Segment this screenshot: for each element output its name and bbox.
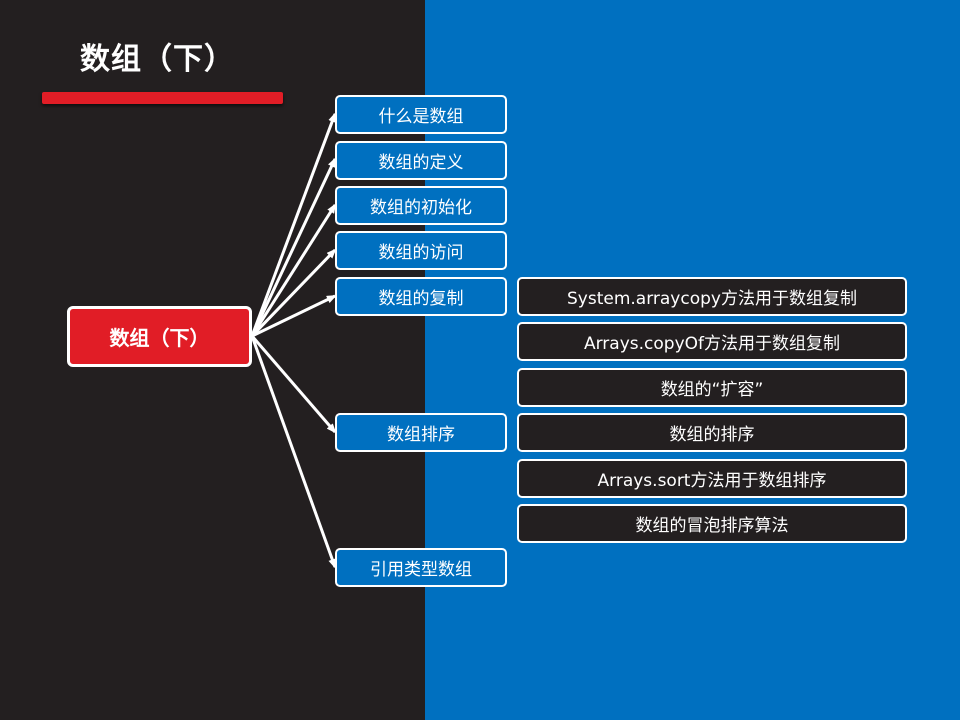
- connector-arrow-array-definition: [250, 157, 337, 337]
- branch-node-array-init: 数组的初始化: [335, 186, 507, 225]
- branch-node-what-is-array: 什么是数组: [335, 95, 507, 134]
- connector-arrow-what-is-array: [250, 112, 337, 337]
- leaf-node-system-arraycopy: System.arraycopy方法用于数组复制: [517, 277, 907, 316]
- title-underline-bar: [42, 92, 283, 104]
- leaf-node-array-expand: 数组的“扩容”: [517, 368, 907, 407]
- branch-node-array-access: 数组的访问: [335, 231, 507, 270]
- branch-node-array-definition: 数组的定义: [335, 141, 507, 180]
- connector-arrow-array-init: [250, 203, 337, 337]
- connector-arrow-array-copy: [251, 294, 337, 338]
- branch-node-array-sort: 数组排序: [335, 413, 507, 452]
- leaf-node-array-sorting: 数组的排序: [517, 413, 907, 452]
- leaf-node-bubble-sort: 数组的冒泡排序算法: [517, 504, 907, 543]
- connector-arrow-reference-array: [250, 335, 337, 569]
- leaf-node-arrays-sort: Arrays.sort方法用于数组排序: [517, 459, 907, 498]
- connector-arrow-array-access: [250, 248, 337, 338]
- leaf-node-arrays-copyof: Arrays.copyOf方法用于数组复制: [517, 322, 907, 361]
- mindmap-root-node: 数组（下）: [67, 306, 252, 367]
- slide-title: 数组（下）: [80, 42, 235, 77]
- connector-arrow-array-sort: [250, 335, 337, 434]
- branch-node-reference-array: 引用类型数组: [335, 548, 507, 587]
- branch-node-array-copy: 数组的复制: [335, 277, 507, 316]
